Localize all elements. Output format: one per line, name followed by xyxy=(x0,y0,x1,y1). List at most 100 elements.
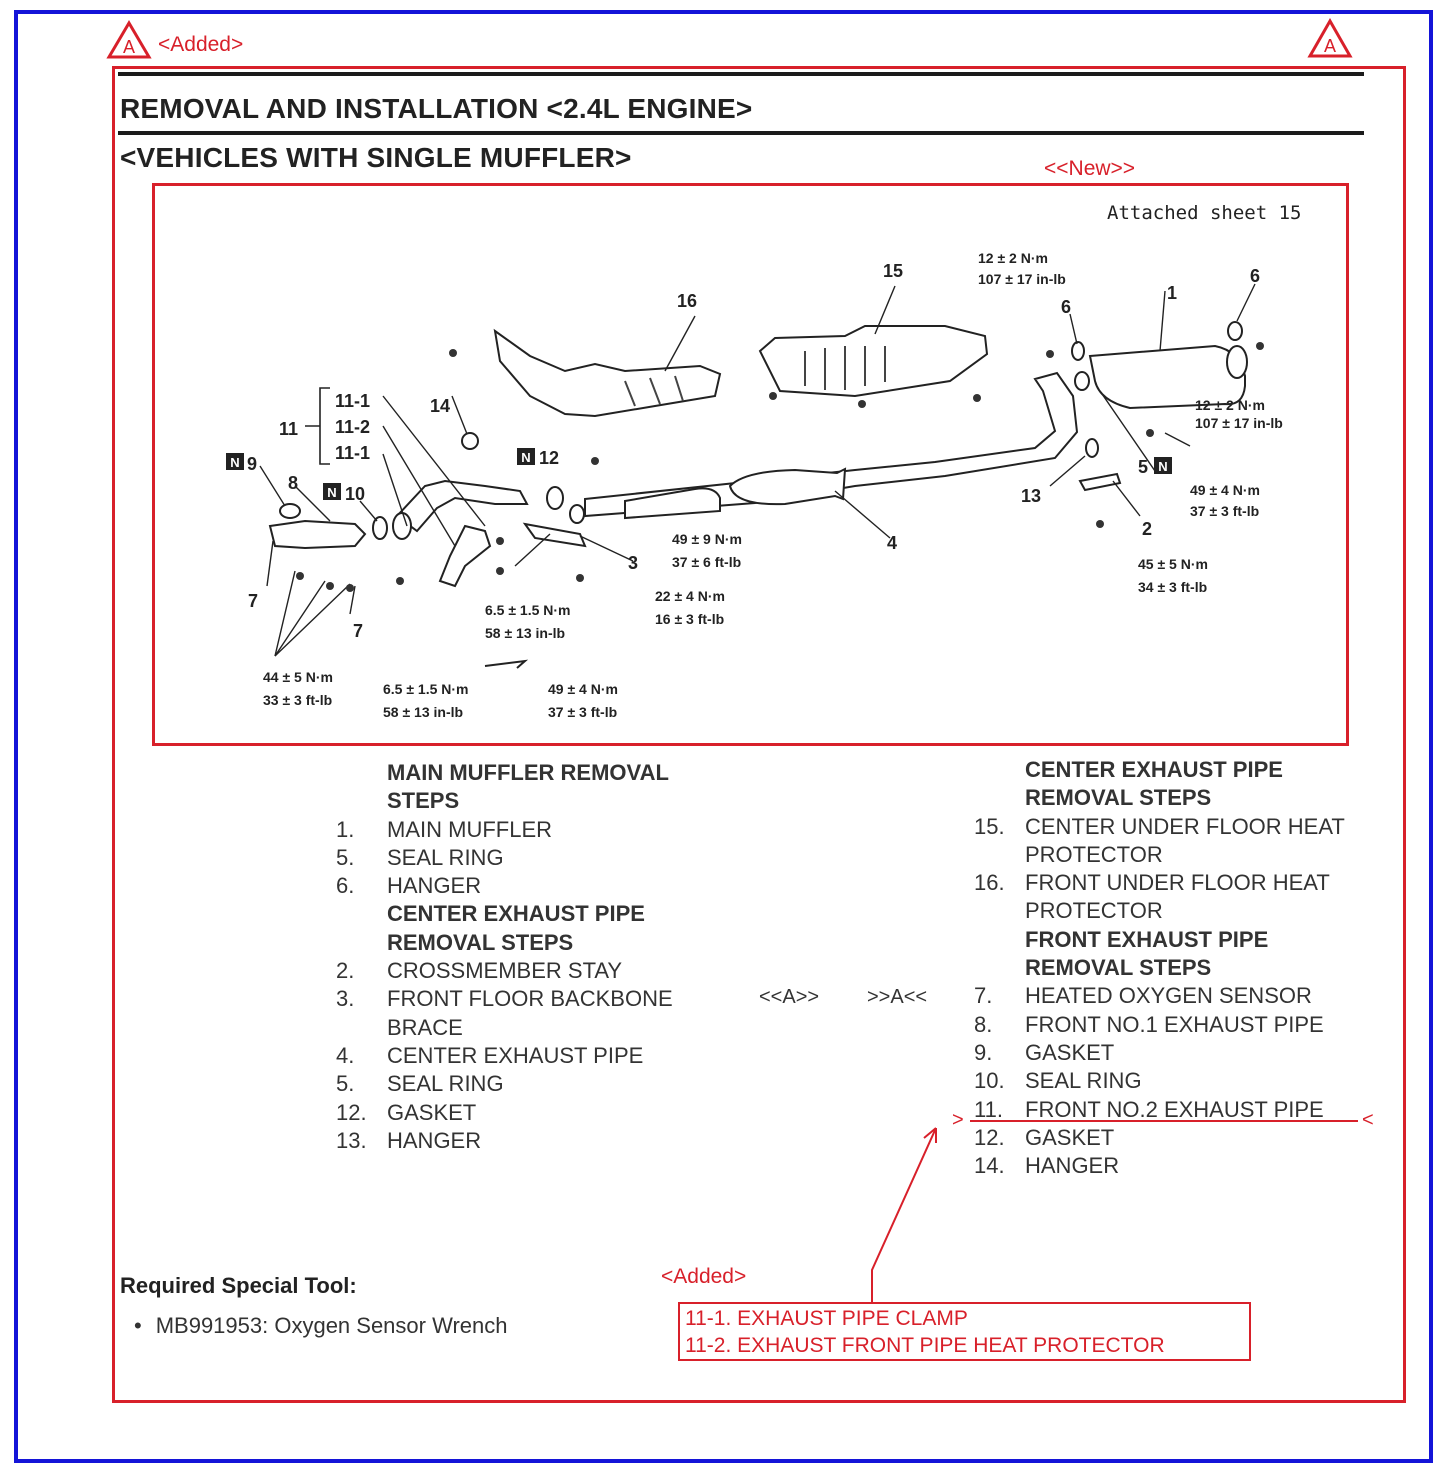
svg-text:N: N xyxy=(230,455,239,470)
added-note-line-2: 11-2. EXHAUST FRONT PIPE HEAT PROTECTOR xyxy=(685,1334,1165,1357)
callout-12: 12 xyxy=(539,448,559,468)
leader-lines xyxy=(259,283,1256,657)
callout-11-1-bottom: 11-1 xyxy=(335,443,370,463)
bullet-icon: • xyxy=(134,1313,142,1338)
torque-1-inlb: 107 ± 17 in-lb xyxy=(978,271,1066,287)
list-item: PROTECTOR xyxy=(1025,841,1163,867)
callout-11-bracket xyxy=(305,387,330,465)
document-frame xyxy=(14,10,1433,1463)
front-no1-exhaust-pipe-shape xyxy=(268,519,367,550)
front-no2-exhaust-pipe-shape xyxy=(395,479,529,533)
torque-3-nm: 49 ± 4 N·m xyxy=(1190,482,1260,498)
front-heat-protector-shape xyxy=(493,328,722,418)
catalytic-section-shape xyxy=(624,487,721,520)
list-item: 7.HEATED OXYGEN SENSOR xyxy=(974,983,1312,1009)
title-rule-top xyxy=(118,72,1364,76)
gasket-9-shape xyxy=(279,503,301,519)
callout-4: 4 xyxy=(887,533,897,553)
callout-16: 16 xyxy=(677,291,697,311)
exhaust-system-diagram: Attached sheet 15 xyxy=(226,202,1301,720)
left-removal-steps: MAIN MUFFLER REMOVAL STEPS 1.MAIN MUFFLE… xyxy=(336,759,756,1155)
list-item: 9.GASKET xyxy=(974,1039,1115,1065)
gasket-12-shape xyxy=(546,486,564,510)
hanger-13-shape xyxy=(1085,438,1099,458)
callout-2: 2 xyxy=(1142,519,1152,539)
torque-10-nm: 49 ± 4 N·m xyxy=(548,681,618,697)
right-list-heading: FRONT EXHAUST PIPE xyxy=(1025,926,1269,952)
callout-6-right: 6 xyxy=(1250,266,1260,286)
callout-15: 15 xyxy=(883,261,903,281)
page-title: REMOVAL AND INSTALLATION <2.4L ENGINE> xyxy=(120,93,753,124)
torque-5-ftlb: 37 ± 6 ft-lb xyxy=(672,554,741,570)
torque-6-ftlb: 16 ± 3 ft-lb xyxy=(655,611,724,627)
added-region-bottom-edge xyxy=(112,1400,1406,1403)
left-list-heading: MAIN MUFFLER REMOVAL xyxy=(387,760,669,785)
hanger-6-left-shape xyxy=(1071,341,1085,361)
svg-text:N: N xyxy=(521,450,530,465)
bolt-markers xyxy=(296,342,1264,592)
hanger-14-shape xyxy=(461,432,479,450)
callout-1: 1 xyxy=(1167,283,1177,303)
callout-13: 13 xyxy=(1021,486,1041,506)
list-item: 5.SEAL RING xyxy=(336,1071,504,1097)
svg-text:A: A xyxy=(123,37,135,57)
list-item: 2.CROSSMEMBER STAY xyxy=(336,958,623,984)
front-pipe-heat-protector-11-2-shape xyxy=(438,524,492,588)
mark-a-left: <<A>> xyxy=(759,986,820,1008)
callout-11-1-top: 11-1 xyxy=(335,391,370,411)
front-protector-ribs xyxy=(624,375,684,407)
insert-marker-right: < xyxy=(1362,1109,1374,1131)
right-removal-steps: CENTER EXHAUST PIPE REMOVAL STEPS 15.CEN… xyxy=(974,756,1394,1180)
list-item: 13.HANGER xyxy=(336,1127,482,1153)
seal-ring-10-shape xyxy=(372,516,388,540)
callout-8: 8 xyxy=(288,473,298,493)
added-annotation-top: <Added> xyxy=(158,33,244,56)
right-list-heading: REMOVAL STEPS xyxy=(1025,955,1212,981)
list-item: 3.FRONT FLOOR BACKBONE xyxy=(336,986,673,1012)
crossmember-stay-2-shape xyxy=(1078,472,1122,492)
insert-underline xyxy=(970,1120,1358,1122)
torque-2-inlb: 107 ± 17 in-lb xyxy=(1195,415,1283,431)
left-list-heading: REMOVAL STEPS xyxy=(387,929,574,955)
added-note-line-1: 11-1. EXHAUST PIPE CLAMP xyxy=(685,1307,968,1330)
special-tool-heading: Required Special Tool: xyxy=(120,1273,357,1298)
callout-10: 10 xyxy=(345,484,365,504)
callout-7-right: 7 xyxy=(353,621,363,641)
attached-sheet-label: Attached sheet 15 xyxy=(1107,202,1301,224)
callout-5: 5 xyxy=(1138,457,1148,477)
added-region-right-edge xyxy=(1403,66,1406,1403)
added-note-box: 11-1. EXHAUST PIPE CLAMP 11-2. EXHAUST F… xyxy=(678,1302,1251,1361)
list-item: 6.HANGER xyxy=(336,873,482,899)
insert-arrow-icon xyxy=(871,1127,937,1304)
list-item: 12.GASKET xyxy=(336,1099,477,1125)
callout-6-left: 6 xyxy=(1061,297,1071,317)
torque-9-inlb: 58 ± 13 in-lb xyxy=(383,704,463,720)
right-list-heading: CENTER EXHAUST PIPE xyxy=(1025,757,1283,782)
title-rule-bottom xyxy=(118,131,1364,135)
special-tool-item: • MB991953: Oxygen Sensor Wrench xyxy=(134,1313,508,1338)
svg-text:N: N xyxy=(327,485,336,500)
list-item: 10.SEAL RING xyxy=(974,1068,1142,1094)
list-item: 4.CENTER EXHAUST PIPE xyxy=(336,1042,644,1068)
seal-ring-5-shape xyxy=(1074,371,1090,391)
list-item: 11.FRONT NO.2 EXHAUST PIPE xyxy=(974,1096,1324,1122)
new-part-markers: N N N N xyxy=(226,448,1172,500)
insert-marker-left: > xyxy=(952,1109,964,1131)
center-heat-protector-shape xyxy=(758,325,989,398)
revision-warning-icon: A xyxy=(106,20,152,59)
added-region-top-edge xyxy=(112,66,1406,69)
torque-1-nm: 12 ± 2 N·m xyxy=(978,250,1048,266)
torque-2-nm: 12 ± 2 N·m xyxy=(1195,397,1265,413)
torque-6-nm: 22 ± 4 N·m xyxy=(655,588,725,604)
mark-a-right: >>A<< xyxy=(867,986,928,1008)
list-item: 12.GASKET xyxy=(974,1124,1115,1150)
seal-ring-center-shape xyxy=(569,504,585,524)
list-item: 14.HANGER xyxy=(974,1153,1120,1179)
oxygen-sensor-shape xyxy=(484,659,529,669)
torque-5-nm: 49 ± 9 N·m xyxy=(672,531,742,547)
torque-7-nm: 6.5 ± 1.5 N·m xyxy=(485,602,571,618)
added-annotation-bottom: <Added> xyxy=(661,1265,747,1288)
callout-3: 3 xyxy=(628,553,638,573)
heat-protector-ribs xyxy=(804,346,886,390)
page-subtitle: <VEHICLES WITH SINGLE MUFFLER> xyxy=(120,142,632,173)
